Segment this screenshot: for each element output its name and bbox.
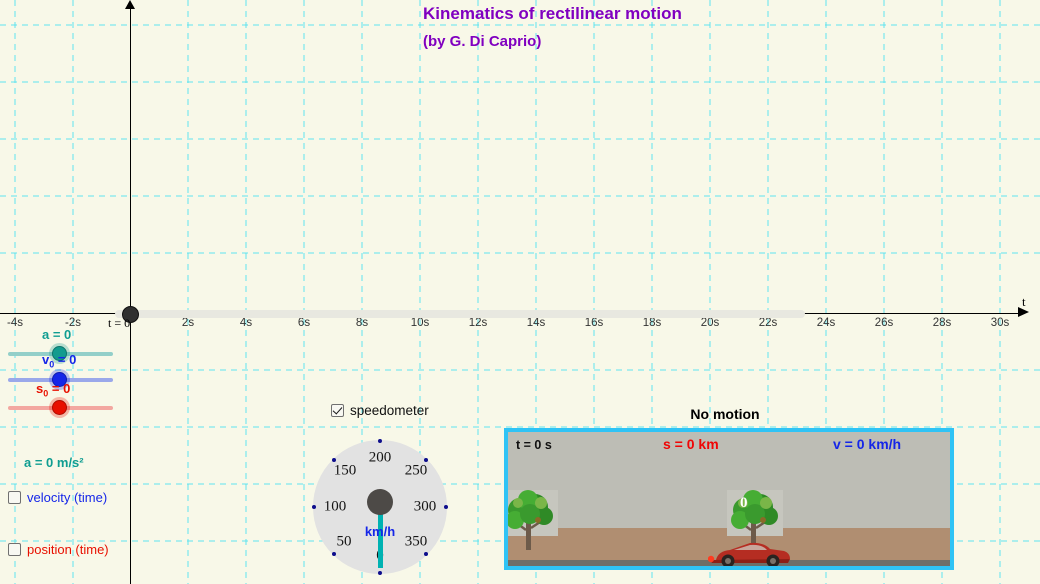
- acceleration-slider-label: a = 0: [42, 327, 72, 342]
- checkbox-velocity-time[interactable]: velocity (time): [8, 490, 107, 505]
- speedometer-tick-dot: [331, 551, 336, 556]
- initial-position-slider-label: s0 = 0: [36, 381, 71, 399]
- speedometer-tick-dot: [424, 551, 429, 556]
- speedometer-tick-dot: [378, 571, 382, 575]
- x-tick-label: 28s: [932, 317, 952, 329]
- x-tick-label: 14s: [526, 317, 546, 329]
- checkbox-label: position (time): [27, 542, 109, 557]
- animation-panel: t = 0 s s = 0 km v = 0 km/h 0: [504, 428, 954, 570]
- acceleration-readout: a = 0 m/s²: [24, 455, 84, 470]
- x-axis-arrow-icon: [1018, 307, 1029, 317]
- speedometer-number: 250: [404, 462, 428, 479]
- speedometer-number: 50: [336, 533, 352, 550]
- initial-position-slider-knob[interactable]: [49, 397, 70, 418]
- initial-velocity-slider-label: v0 = 0: [42, 352, 77, 370]
- car-icon: [708, 542, 790, 566]
- time-slider-knob[interactable]: [122, 306, 139, 323]
- x-tick-label: -2s: [65, 317, 81, 329]
- x-tick-label: 2s: [181, 317, 195, 329]
- x-tick-label: 16s: [584, 317, 604, 329]
- initial-velocity-slider-knob[interactable]: [49, 369, 70, 390]
- speedometer-number: 300: [413, 498, 437, 515]
- checkbox-position-time[interactable]: position (time): [8, 542, 109, 557]
- speedometer-unit-label: km/h: [364, 524, 396, 539]
- checkbox-icon[interactable]: [8, 491, 21, 504]
- speedometer-tick-dot: [331, 458, 336, 463]
- x-tick-label: 4s: [239, 317, 253, 329]
- checkbox-speedometer[interactable]: speedometer: [331, 403, 429, 418]
- x-axis-label: t: [1022, 294, 1026, 309]
- x-tick-label: 22s: [758, 317, 778, 329]
- page-subtitle: (by G. Di Caprio): [423, 33, 542, 50]
- checkbox-icon[interactable]: [8, 543, 21, 556]
- y-axis: [130, 6, 131, 584]
- tree-marker-icon: [727, 490, 783, 550]
- acceleration-value: 0: [64, 327, 72, 342]
- x-tick-label: 8s: [355, 317, 369, 329]
- speedometer-tick-dot: [378, 439, 382, 443]
- speedometer-number: 100: [323, 498, 347, 515]
- animation-velocity-readout: v = 0 km/h: [833, 436, 902, 452]
- initial-velocity-value: 0: [69, 352, 77, 367]
- speedometer-gauge: 0 50 100 150 200 250 300 350 km/h: [312, 439, 448, 575]
- x-tick-label: 30s: [990, 317, 1010, 329]
- x-tick-label: 6s: [297, 317, 311, 329]
- x-tick-label: 10s: [410, 317, 430, 329]
- checkbox-label: speedometer: [350, 403, 429, 418]
- x-tick-label: -4s: [7, 317, 23, 329]
- x-tick-label: 20s: [700, 317, 720, 329]
- speedometer-tick-dot: [312, 505, 316, 509]
- initial-position-value: 0: [63, 381, 71, 396]
- speedometer-needle: [378, 502, 383, 568]
- time-slider-track[interactable]: [115, 310, 805, 318]
- animation-title: No motion: [690, 406, 760, 422]
- speedometer-number: 350: [404, 533, 428, 550]
- speedometer-tick-dot: [424, 458, 429, 463]
- x-tick-label: 18s: [642, 317, 662, 329]
- y-axis-arrow-icon: [125, 0, 135, 9]
- checkbox-label: velocity (time): [27, 490, 108, 505]
- speedometer-number: 150: [333, 462, 357, 479]
- x-tick-label: 24s: [816, 317, 836, 329]
- speedometer-tick-dot: [444, 505, 448, 509]
- tree-icon: [508, 490, 558, 550]
- x-tick-label: 12s: [468, 317, 488, 329]
- checkbox-checked-icon[interactable]: [331, 404, 344, 417]
- animation-time-readout: t = 0 s: [516, 438, 552, 452]
- acceleration-slider-knob[interactable]: [49, 343, 70, 364]
- speedometer-number: 200: [368, 449, 392, 466]
- page-title: Kinematics of rectilinear motion: [423, 4, 682, 23]
- x-tick-label: 26s: [874, 317, 894, 329]
- distance-marker-label: 0: [740, 495, 748, 511]
- animation-position-readout: s = 0 km: [663, 436, 719, 452]
- speedometer-hub: [367, 489, 393, 515]
- time-slider-label: t = 0: [108, 316, 131, 330]
